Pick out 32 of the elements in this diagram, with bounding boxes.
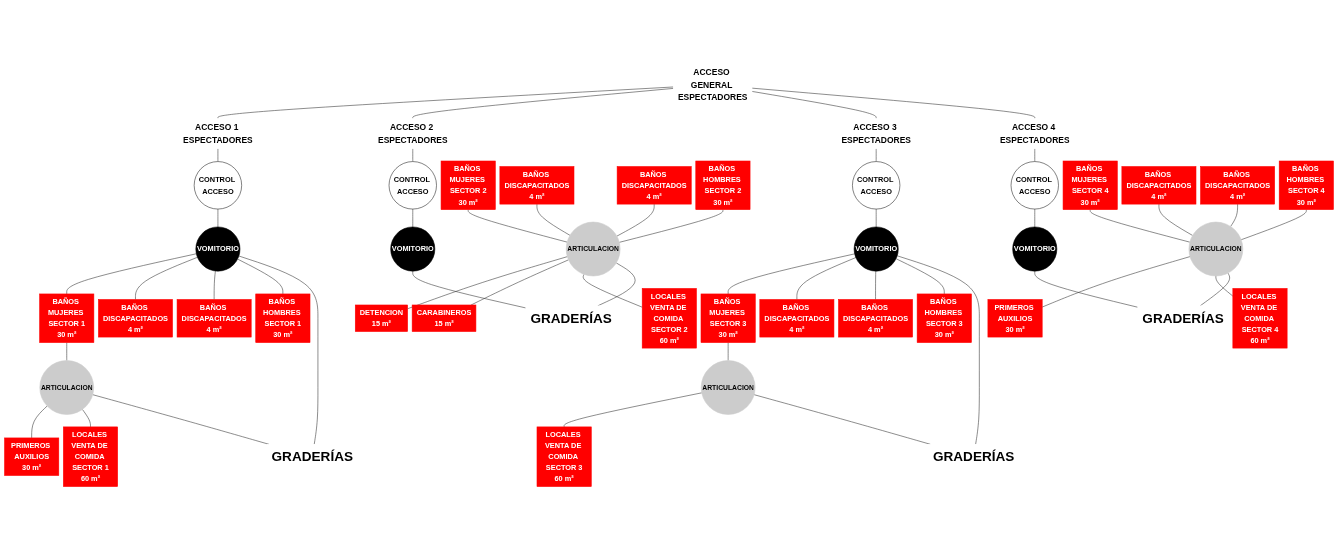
node-text: ACCESO 2 ESPECTADORES xyxy=(377,121,448,145)
connector xyxy=(582,274,643,308)
connector xyxy=(727,253,855,295)
connector xyxy=(1041,256,1191,308)
connector xyxy=(412,208,414,228)
connector xyxy=(895,258,945,295)
connector xyxy=(213,270,216,300)
connector xyxy=(1034,208,1036,228)
node-text: GRADERÍAS xyxy=(932,448,1015,465)
connector xyxy=(412,270,527,309)
node-text: GRADERÍAS xyxy=(271,448,353,465)
connector xyxy=(1034,148,1036,162)
connector xyxy=(412,148,414,162)
node-text: ACCESO 3 ESPECTADORES xyxy=(841,121,911,145)
connector xyxy=(237,258,284,295)
node-text: ACCESO 4 ESPECTADORES xyxy=(999,121,1070,145)
connector xyxy=(896,255,980,445)
connector xyxy=(407,256,568,310)
node-text: ACCESO 1 ESPECTADORES xyxy=(183,121,253,145)
connector xyxy=(135,257,198,300)
connector xyxy=(875,208,877,228)
connector xyxy=(66,253,197,295)
node-text: GRADERÍAS xyxy=(1142,310,1224,326)
connector xyxy=(875,148,877,162)
connector xyxy=(796,257,857,300)
connector xyxy=(875,270,877,300)
node-text: GRADERÍAS xyxy=(530,310,612,326)
connector xyxy=(238,255,319,445)
connector xyxy=(217,208,219,228)
connector xyxy=(1034,270,1139,308)
node-text: ACCESO GENERAL ESPECTADORES xyxy=(677,66,748,102)
connector xyxy=(217,148,219,162)
